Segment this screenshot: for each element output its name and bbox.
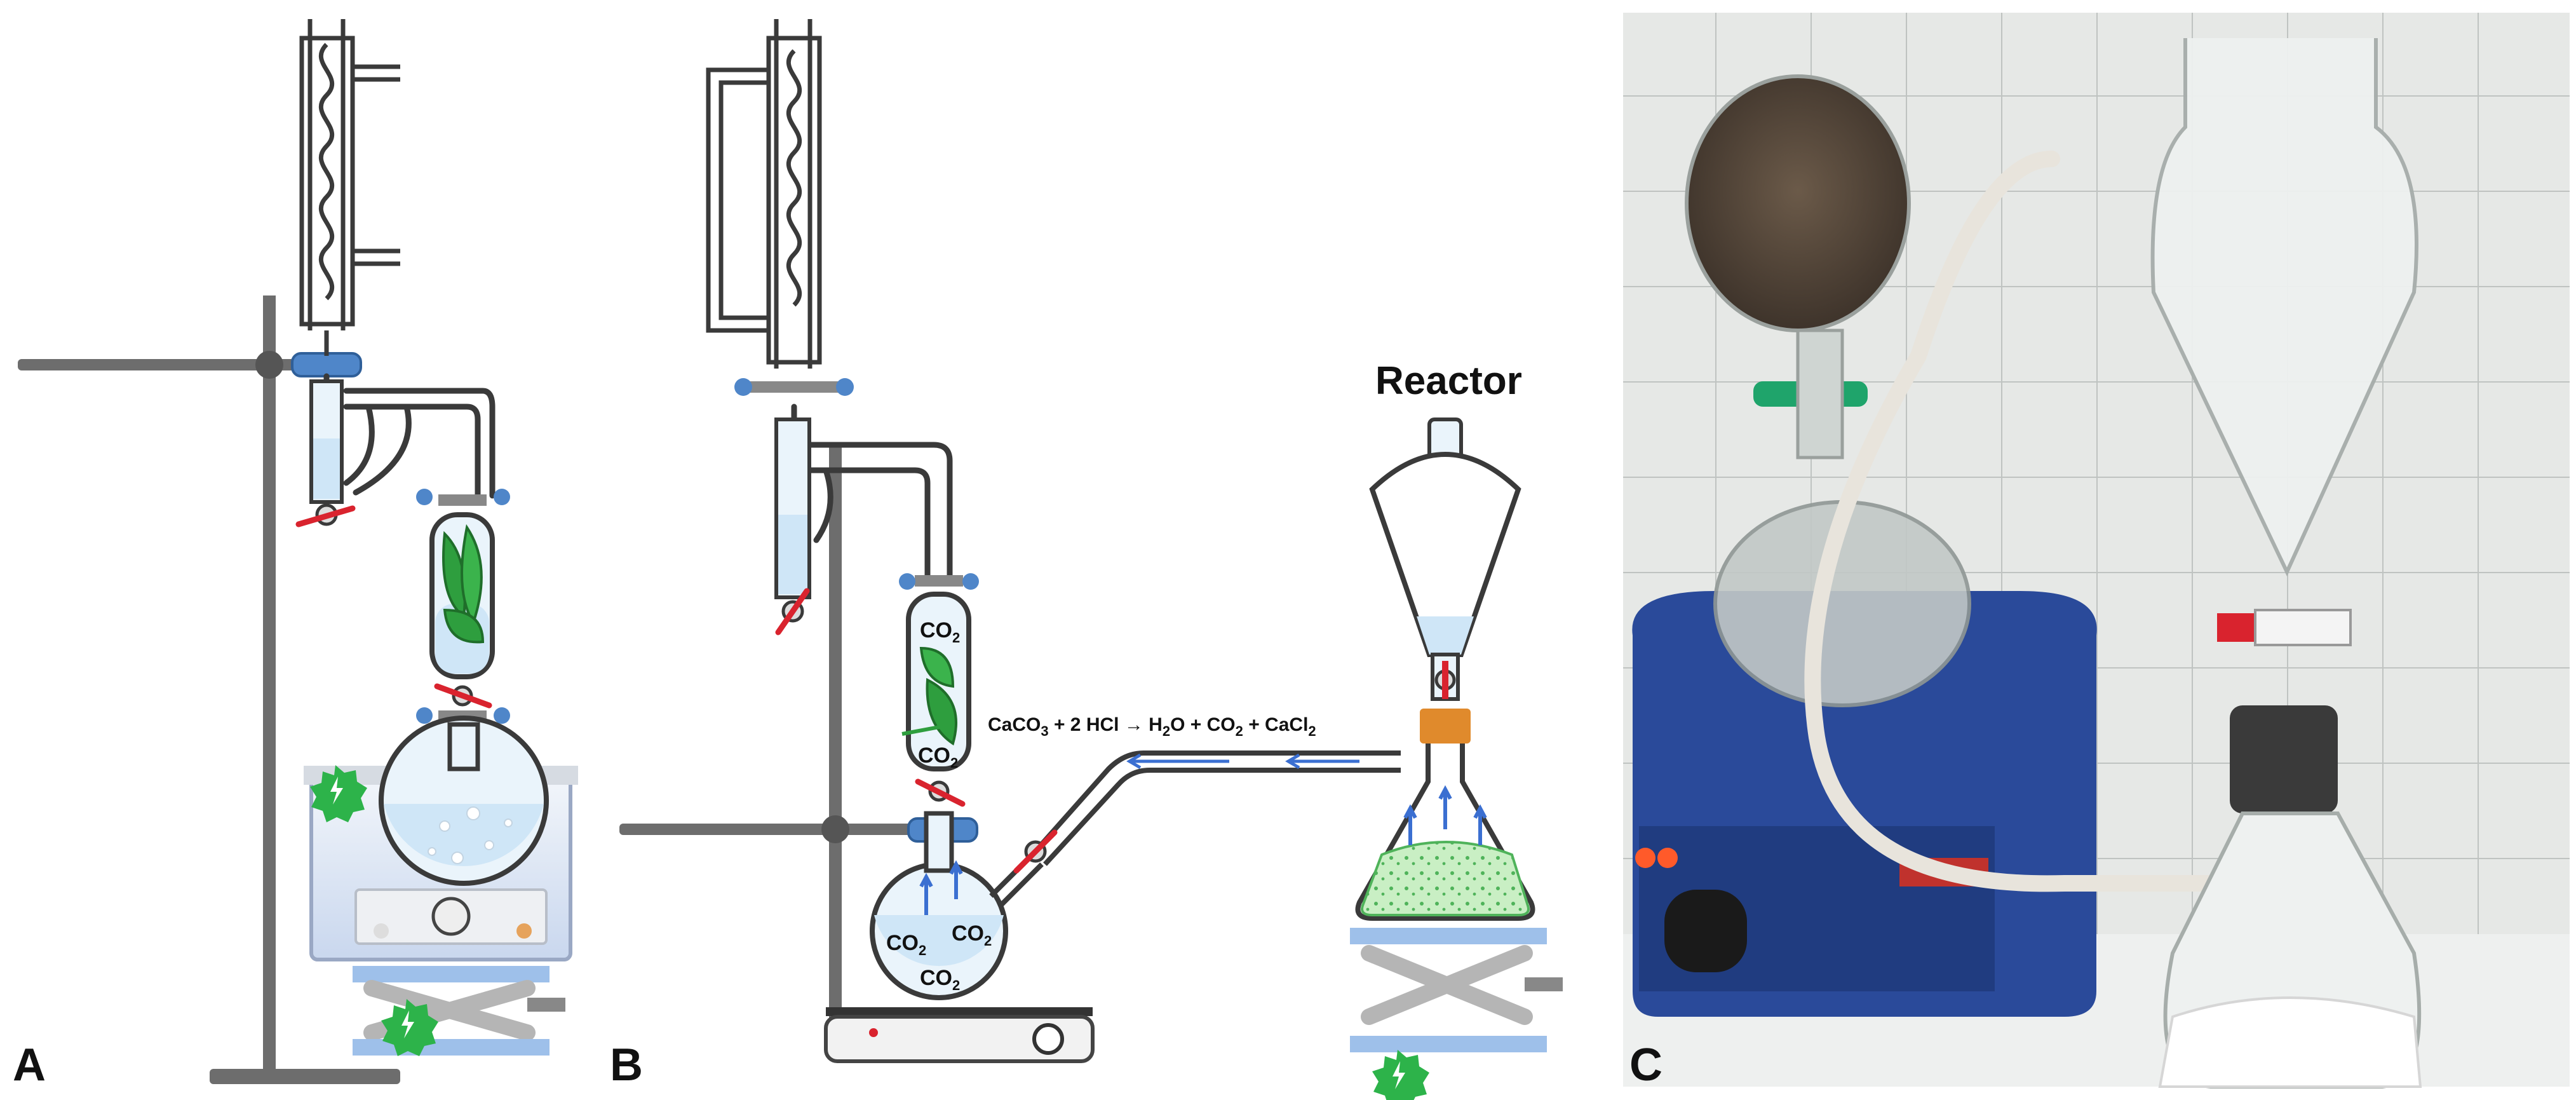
separatory-funnel: [1369, 418, 1521, 701]
panel-letter-a: A: [13, 1040, 46, 1090]
silicone-tube: [1804, 151, 2232, 892]
gas-arrows: [1403, 785, 1487, 845]
flask-neck: [447, 722, 480, 771]
boss-head: [821, 815, 849, 843]
co2-label: CO2: [920, 618, 960, 646]
panel-b: CO2 CO2 CO2 CO2 CO2 CaCO3 + 2 HCl → H2O …: [610, 19, 1563, 1100]
flask-neck: [1796, 329, 1844, 459]
gas-arrow: [919, 873, 933, 915]
clamp-bar: [750, 381, 839, 393]
knob: [1032, 1023, 1064, 1055]
clamp-knob: [734, 378, 752, 396]
rubber-stopper: [2230, 705, 2338, 813]
stopcock-handle: [1013, 829, 1058, 874]
calcium-carbonate-chips: [2158, 996, 2422, 1088]
calcium-carbonate: [1361, 841, 1530, 916]
stand-base: [210, 1069, 400, 1084]
bubbles: [428, 806, 513, 864]
indicator-light: [516, 923, 532, 939]
leaf: [443, 608, 485, 644]
condenser: [706, 19, 822, 369]
flask-liquid: [874, 915, 1004, 967]
flow-arrow: [1285, 753, 1359, 770]
cork: [1420, 709, 1471, 744]
receiver-liquid: [778, 515, 807, 594]
power-icon: [1372, 1050, 1429, 1100]
flask-liquid: [384, 804, 544, 866]
stopcock-handle: [775, 588, 810, 635]
flow-arrow: [1126, 753, 1229, 770]
clamp-knob: [836, 378, 854, 396]
indicator-light: [374, 923, 389, 939]
stopcock-barrel: [2254, 609, 2352, 646]
co2-label: CO2: [918, 744, 958, 771]
panel-letter-c: C: [1629, 1040, 1662, 1090]
leaf: [926, 677, 957, 746]
indicator-light: [869, 1028, 878, 1037]
panel-letter-b: B: [610, 1040, 643, 1090]
photo-funnel: [2150, 38, 2418, 577]
reaction-equation: CaCO3 + 2 HCl → H2O + CO2 + CaCl2: [988, 714, 1316, 739]
collector-tubes: [323, 373, 496, 499]
jack-screw: [527, 998, 565, 1012]
indicator-light: [1657, 848, 1678, 868]
leaf: [919, 646, 955, 688]
jack-base: [353, 1039, 550, 1056]
boss-head: [255, 351, 283, 379]
stand-arm: [619, 824, 975, 835]
panel-c: C: [1623, 13, 2570, 1090]
photo-flask-upper: [1685, 74, 1911, 332]
jack-scissor: [1361, 945, 1533, 1025]
gas-arrow: [949, 860, 963, 899]
power-icon: [381, 999, 438, 1056]
extraction-chamber: [416, 489, 510, 724]
stopcock-handle: [295, 505, 356, 527]
collector-tubes: [791, 404, 953, 578]
condenser: [299, 19, 400, 356]
clamp-blue: [291, 352, 362, 377]
indicator-light: [1635, 848, 1656, 868]
co2-label: CO2: [920, 966, 960, 993]
mantle-knob: [1664, 890, 1747, 972]
jack-top: [1350, 928, 1547, 944]
stand-arm: [18, 359, 316, 370]
power-icon: [310, 765, 367, 822]
stopcock-red: [2217, 613, 2255, 642]
stand-rod: [829, 445, 842, 1036]
panel-a: A: [13, 19, 578, 1090]
flask-neck: [924, 811, 954, 873]
stand-rod: [263, 295, 276, 1074]
jack-base: [1350, 1036, 1547, 1052]
co2-label: CO2: [886, 931, 926, 958]
jack-top: [353, 966, 550, 982]
receiver-liquid: [313, 438, 340, 499]
reactor-label: Reactor: [1375, 359, 1522, 403]
hotplate-body: [824, 1015, 1095, 1063]
jack-screw: [1525, 977, 1563, 991]
extraction-chamber: [899, 573, 979, 807]
knob: [431, 897, 471, 936]
hotplate-top: [826, 1007, 1093, 1016]
co2-label: CO2: [952, 921, 992, 949]
transfer-tube: [1030, 750, 1401, 866]
